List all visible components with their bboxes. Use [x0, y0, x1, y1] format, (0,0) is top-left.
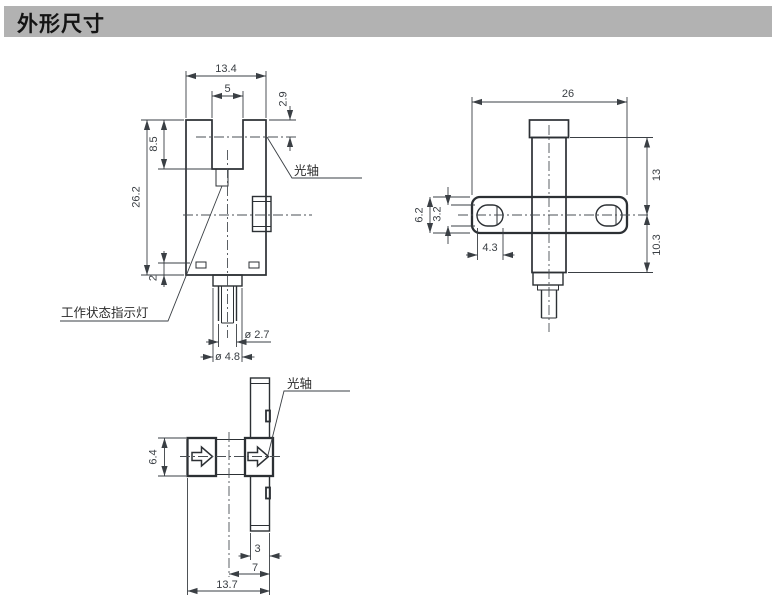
slot-edge-upper	[265, 409, 271, 423]
dim-slot-width-side: 3.2	[432, 187, 475, 244]
indicator-window	[215, 168, 229, 187]
optical-axis-label-bottom: 光轴	[287, 376, 312, 391]
side-view: 26 13 10.3 6.2	[414, 88, 663, 332]
dim-text-overall-width: 13.4	[215, 63, 236, 75]
dim-text-top-to-axis: 13	[651, 169, 663, 181]
dim-text-slot-width: 5	[224, 83, 230, 95]
dim-text-overall-height: 26.2	[131, 186, 143, 207]
dim-slot-depth: 8.5	[148, 120, 211, 170]
dim-flange-width: 6.2	[414, 196, 470, 234]
dim-text-slot-width-side: 3.2	[432, 206, 444, 221]
section-title: 外形尺寸	[17, 13, 105, 36]
status-indicator-callout: 工作状态指示灯	[60, 185, 223, 322]
dim-text-cable-diameter: ø 2.7	[244, 329, 269, 341]
front-view: 13.4 5 2.9 8.5	[60, 63, 362, 363]
dim-slot-width: 5	[211, 83, 244, 118]
dim-text-axis-offset: 2.9	[278, 91, 290, 106]
dim-overall-width: 13.4	[185, 63, 267, 118]
sensor-body-outline	[185, 119, 267, 276]
dim-top-to-axis: 13	[570, 137, 663, 215]
slot-edge-lower	[265, 486, 271, 500]
optical-axis-callout-bottom: 光轴	[267, 376, 350, 456]
dim-gland-diameter: ø 4.8	[200, 288, 255, 363]
dim-bottom-step: 2	[148, 251, 190, 287]
dim-text-overall-depth: 13.7	[216, 579, 237, 591]
dim-text-axis-to-bottom: 10.3	[651, 234, 663, 255]
dim-text-flange-width: 6.2	[414, 207, 426, 222]
cable-gland	[212, 274, 243, 324]
dim-axis-to-bottom: 10.3	[568, 215, 663, 273]
optical-axis-label-front: 光轴	[294, 163, 319, 178]
dim-overall-height: 26.2	[131, 119, 184, 276]
dim-axis-offset: 2.9	[269, 91, 296, 151]
dim-text-slot-length: 4.3	[482, 242, 497, 254]
dim-text-arm-width: 6.4	[148, 449, 160, 464]
section-header-bar: 外形尺寸	[4, 6, 772, 37]
cable-gland-side	[532, 271, 564, 319]
dim-slot-length: 4.3	[466, 228, 515, 260]
dim-text-center-to-back: 7	[252, 562, 258, 574]
dim-text-bottom-step: 2	[148, 275, 160, 281]
hole-left	[195, 261, 207, 269]
dim-arm-width: 6.4	[148, 437, 186, 477]
dim-flange-thickness: 3	[238, 533, 282, 595]
mounting-slot-right	[595, 204, 623, 227]
mounting-slot-left	[476, 204, 504, 227]
slot-base	[215, 439, 246, 475]
hole-right	[248, 261, 260, 269]
dim-cable-diameter: ø 2.7	[206, 324, 271, 347]
dim-flange-length: 26	[471, 88, 628, 195]
status-indicator-label: 工作状态指示灯	[61, 305, 149, 320]
dim-text-gland-diameter: ø 4.8	[215, 351, 240, 363]
dim-text-slot-depth: 8.5	[148, 136, 160, 151]
optical-axis-callout-front: 光轴	[266, 136, 362, 179]
dim-text-flange-length: 26	[562, 88, 574, 100]
bottom-view: 6.4 3 7 13.7	[148, 376, 350, 595]
dim-overall-depth: 13.7	[187, 478, 270, 595]
dim-center-to-back: 7	[229, 562, 270, 578]
side-clip	[251, 195, 272, 233]
dim-text-flange-thickness: 3	[254, 543, 260, 555]
